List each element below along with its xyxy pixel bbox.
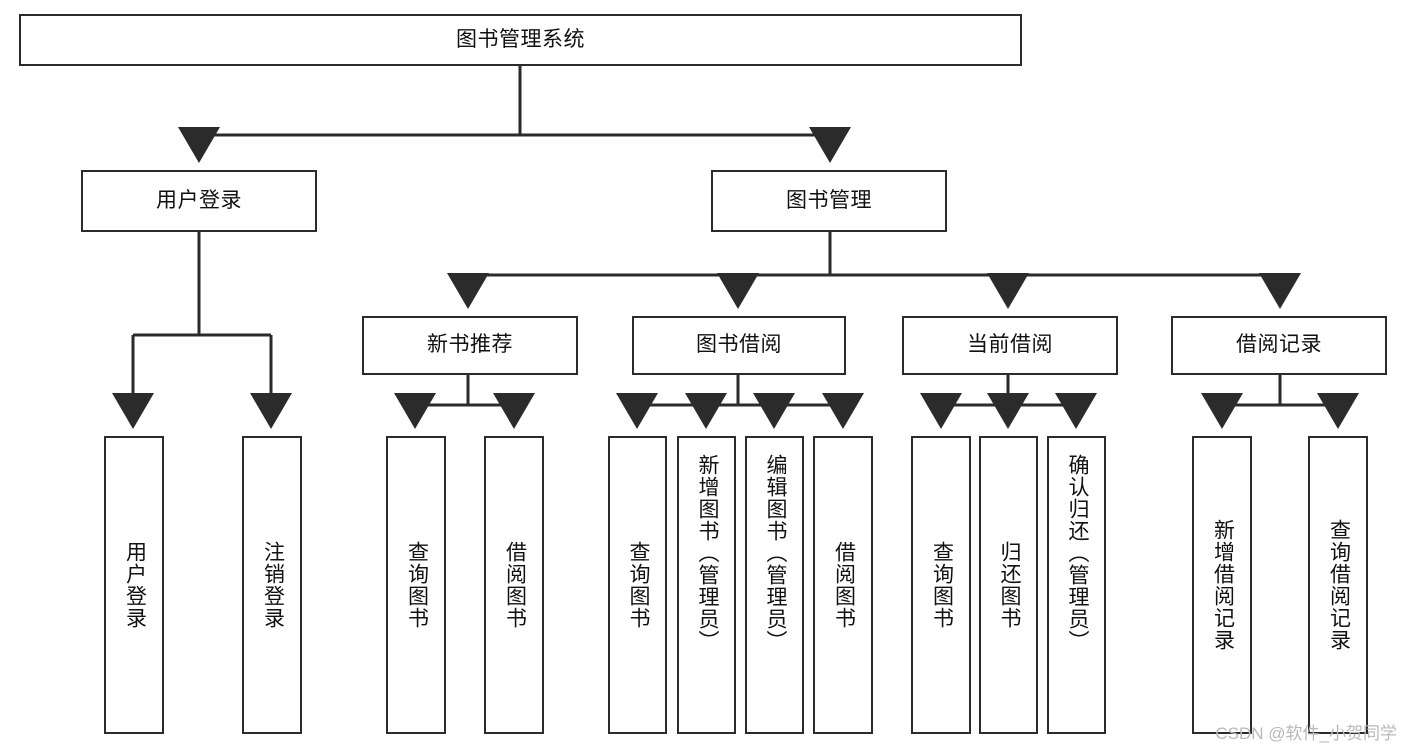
node-leaf-borrow-book-2-label: 借阅图书 [832, 541, 856, 629]
node-leaf-confirm-return-label: 确认归还（管理员） [1065, 454, 1089, 652]
node-leaf-logout-label: 注销登录 [261, 541, 285, 629]
node-leaf-logout[interactable]: 注销登录 [242, 436, 302, 734]
node-leaf-return-book-label: 归还图书 [997, 541, 1021, 629]
node-leaf-edit-book[interactable]: 编辑图书（管理员） [745, 436, 804, 734]
node-borrow-record-label: 借阅记录 [1236, 333, 1322, 357]
node-leaf-add-record-label: 新增借阅记录 [1211, 519, 1235, 651]
watermark: CSDN @软件_小贺同学 [1215, 724, 1397, 743]
node-leaf-query-book-3-label: 查询图书 [930, 541, 954, 629]
node-new-book-recommend[interactable]: 新书推荐 [362, 316, 578, 375]
node-borrow-record[interactable]: 借阅记录 [1171, 316, 1387, 375]
node-book-manage[interactable]: 图书管理 [711, 170, 947, 232]
node-leaf-query-record[interactable]: 查询借阅记录 [1308, 436, 1368, 734]
node-leaf-query-book-1-label: 查询图书 [405, 541, 429, 629]
node-book-borrow-label: 图书借阅 [696, 333, 782, 357]
node-leaf-query-record-label: 查询借阅记录 [1327, 519, 1351, 651]
node-leaf-query-book-3[interactable]: 查询图书 [911, 436, 971, 734]
node-leaf-borrow-book-2[interactable]: 借阅图书 [813, 436, 873, 734]
node-leaf-add-book-label: 新增图书（管理员） [695, 454, 719, 652]
node-new-book-recommend-label: 新书推荐 [427, 333, 513, 357]
node-leaf-query-book-2-label: 查询图书 [626, 541, 650, 629]
node-leaf-user-login[interactable]: 用户登录 [104, 436, 164, 734]
node-book-borrow[interactable]: 图书借阅 [632, 316, 846, 375]
node-leaf-user-login-label: 用户登录 [123, 541, 147, 629]
node-leaf-query-book-2[interactable]: 查询图书 [608, 436, 667, 734]
node-leaf-borrow-book-1[interactable]: 借阅图书 [484, 436, 544, 734]
node-leaf-confirm-return[interactable]: 确认归还（管理员） [1047, 436, 1106, 734]
node-root[interactable]: 图书管理系统 [19, 14, 1022, 66]
node-leaf-add-book[interactable]: 新增图书（管理员） [677, 436, 736, 734]
node-user-login[interactable]: 用户登录 [81, 170, 317, 232]
node-root-label: 图书管理系统 [456, 27, 585, 51]
node-leaf-edit-book-label: 编辑图书（管理员） [763, 454, 787, 652]
node-book-manage-label: 图书管理 [786, 188, 872, 212]
node-leaf-borrow-book-1-label: 借阅图书 [503, 541, 527, 629]
node-leaf-add-record[interactable]: 新增借阅记录 [1192, 436, 1252, 734]
node-current-borrow-label: 当前借阅 [967, 333, 1053, 357]
node-leaf-return-book[interactable]: 归还图书 [979, 436, 1038, 734]
node-current-borrow[interactable]: 当前借阅 [902, 316, 1118, 375]
node-leaf-query-book-1[interactable]: 查询图书 [386, 436, 446, 734]
node-user-login-label: 用户登录 [156, 188, 242, 212]
